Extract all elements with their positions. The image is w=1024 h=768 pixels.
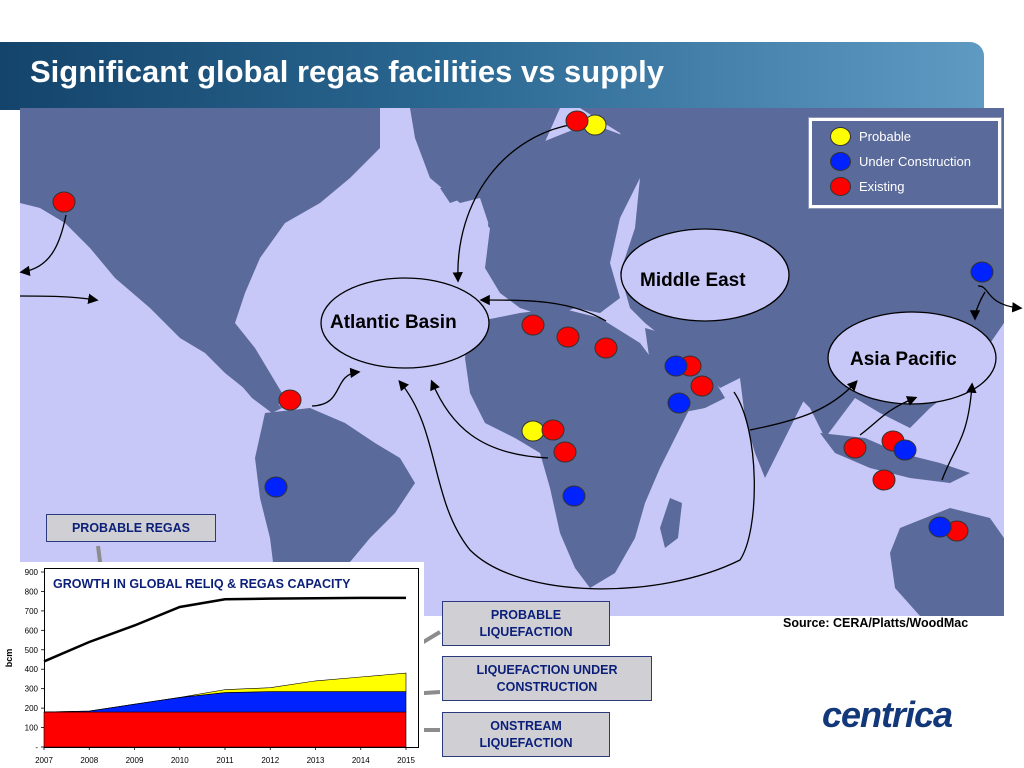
chart-area-onstream — [43, 711, 407, 748]
chart-y-tick-label: 900 — [25, 568, 39, 577]
map-legend: Probable Under Construction Existing — [809, 118, 1001, 208]
chart-area-probable — [43, 672, 407, 713]
chart-y-tick-label: - — [35, 743, 38, 752]
legend-label: Probable — [859, 129, 912, 144]
chart-x-tick-label: 2009 — [126, 756, 144, 765]
chart-x-tick-label: 2007 — [35, 756, 53, 765]
source-note: Source: CERA/Platts/WoodMac — [783, 616, 969, 630]
region-label-asia-pacific: Asia Pacific — [850, 349, 957, 370]
chart-line-regas — [43, 596, 406, 663]
callout-onstream-liquefaction: ONSTREAM LIQUEFACTION — [442, 712, 610, 757]
chart-x-tick-label: 2008 — [80, 756, 98, 765]
legend-dot-existing — [830, 177, 851, 196]
region-label-middle-east: Middle East — [640, 270, 746, 291]
chart-y-tick-label: 400 — [25, 665, 39, 674]
callout-probable-liquefaction: PROBABLE LIQUEFACTION — [442, 601, 610, 646]
chart-y-tick-label: 100 — [25, 724, 39, 733]
legend-label: Under Construction — [859, 154, 971, 169]
legend-label: Existing — [859, 179, 905, 194]
chart-x-tick-label: 2012 — [261, 756, 279, 765]
chart-y-tick-label: 300 — [25, 685, 39, 694]
centrica-logo: centrica — [822, 694, 953, 735]
chart-x-ticks: 2007 2008 2009 2010 2011 2012 2013 2014 2015 — [35, 747, 415, 765]
chart-y-tick-label: 700 — [25, 607, 39, 616]
landmass-central-america — [230, 353, 282, 413]
chart-x-tick-label: 2011 — [216, 756, 234, 765]
chart-y-ticks: - 100 200 300 400 500 600 700 800 900 — [25, 568, 44, 752]
chart-y-tick-label: 800 — [25, 587, 39, 596]
chart-x-tick-label: 2014 — [352, 756, 370, 765]
legend-dot-probable — [830, 127, 851, 146]
page-title: Significant global regas facilities vs s… — [30, 54, 664, 89]
chart-title: GROWTH IN GLOBAL RELIQ & REGAS CAPACITY — [50, 576, 354, 592]
legend-dot-under-construction — [830, 152, 851, 171]
chart-plot-frame — [44, 568, 419, 748]
legend-item-existing: Existing — [830, 177, 905, 196]
region-label-atlantic-basin: Atlantic Basin — [330, 312, 457, 333]
chart-x-tick-label: 2013 — [307, 756, 325, 765]
callout-liquefaction-under-construction: LIQUEFACTION UNDER CONSTRUCTION — [442, 656, 652, 701]
legend-item-under-construction: Under Construction — [830, 152, 971, 171]
chart-y-tick-label: 600 — [25, 626, 39, 635]
landmass-australia — [890, 508, 1004, 616]
legend-item-probable: Probable — [830, 127, 911, 146]
chart-y-tick-label: 500 — [25, 646, 39, 655]
chart-x-tick-label: 2010 — [171, 756, 189, 765]
landmass-north-america — [20, 108, 380, 408]
chart-line-group — [43, 596, 406, 663]
title-bar: Significant global regas facilities vs s… — [0, 42, 984, 110]
chart-x-tick-label: 2015 — [397, 756, 415, 765]
chart-areas — [43, 672, 407, 748]
chart-y-tick-label: 200 — [25, 704, 39, 713]
callout-probable-regas: PROBABLE REGAS — [46, 514, 216, 542]
chart-y-axis-label: bcm — [4, 649, 14, 668]
